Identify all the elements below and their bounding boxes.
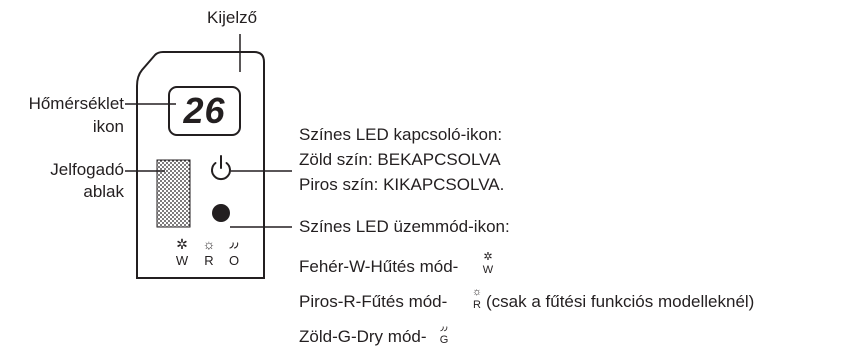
mode-heat-note: (csak a fűtési funkciós modelleknél) xyxy=(486,292,755,311)
power-led-red: Piros szín: KIKAPCSOLVA. xyxy=(299,175,505,194)
panel-letter-w: W xyxy=(175,253,189,268)
mode-cool-text: Fehér-W-Hűtés mód- xyxy=(299,257,459,276)
panel-letter-o: O xyxy=(228,253,240,268)
panel-snowflake-icon: ✲ xyxy=(176,236,188,252)
mode-cool-letter: W xyxy=(482,264,494,276)
receiver-window xyxy=(156,159,191,228)
power-led-green: Zöld szín: BEKAPCSOLVA xyxy=(299,150,501,169)
mode-dry-letter: G xyxy=(439,334,449,346)
mode-heat-sun-icon: ☼ xyxy=(471,286,483,298)
temperature-display-window xyxy=(168,86,241,136)
mode-heat-text: Piros-R-Fűtés mód- xyxy=(299,292,448,311)
receiver-label-line2: ablak xyxy=(83,182,124,201)
mode-led-title: Színes LED üzemmód-ikon: xyxy=(299,217,510,236)
panel-letter-r: R xyxy=(204,253,214,268)
panel-sun-icon: ☼ xyxy=(202,236,216,252)
temp-icon-label-line2: ikon xyxy=(92,117,124,136)
display-label: Kijelző xyxy=(207,8,258,27)
mode-dry-drops-icon: ٫٫ xyxy=(440,321,448,333)
display-digits: 26 xyxy=(183,90,226,131)
mode-cool-snowflake-icon: ✲ xyxy=(483,251,493,263)
mode-led xyxy=(212,204,230,222)
panel-drops-icon: ٫٫ xyxy=(229,234,239,250)
mode-dry-text: Zöld-G-Dry mód- xyxy=(299,327,427,346)
mode-heat-letter: R xyxy=(473,299,481,311)
temp-icon-label-line1: Hőmérséklet xyxy=(28,94,124,113)
power-icon xyxy=(211,155,231,181)
receiver-label-line1: Jelfogadó xyxy=(50,160,124,179)
power-led-title: Színes LED kapcsoló-ikon: xyxy=(299,125,503,144)
